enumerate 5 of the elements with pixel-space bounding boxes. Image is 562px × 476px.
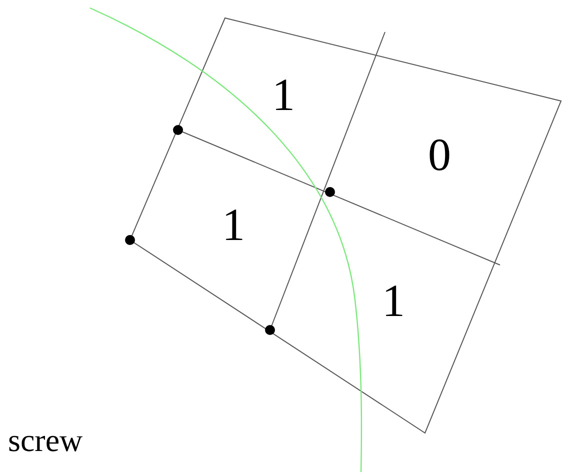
cell-value: 1 (272, 72, 295, 118)
cell-value: 1 (382, 278, 405, 324)
cell-value: 0 (428, 132, 451, 178)
caption-text: screw (8, 424, 83, 456)
cell-value: 1 (222, 202, 245, 248)
